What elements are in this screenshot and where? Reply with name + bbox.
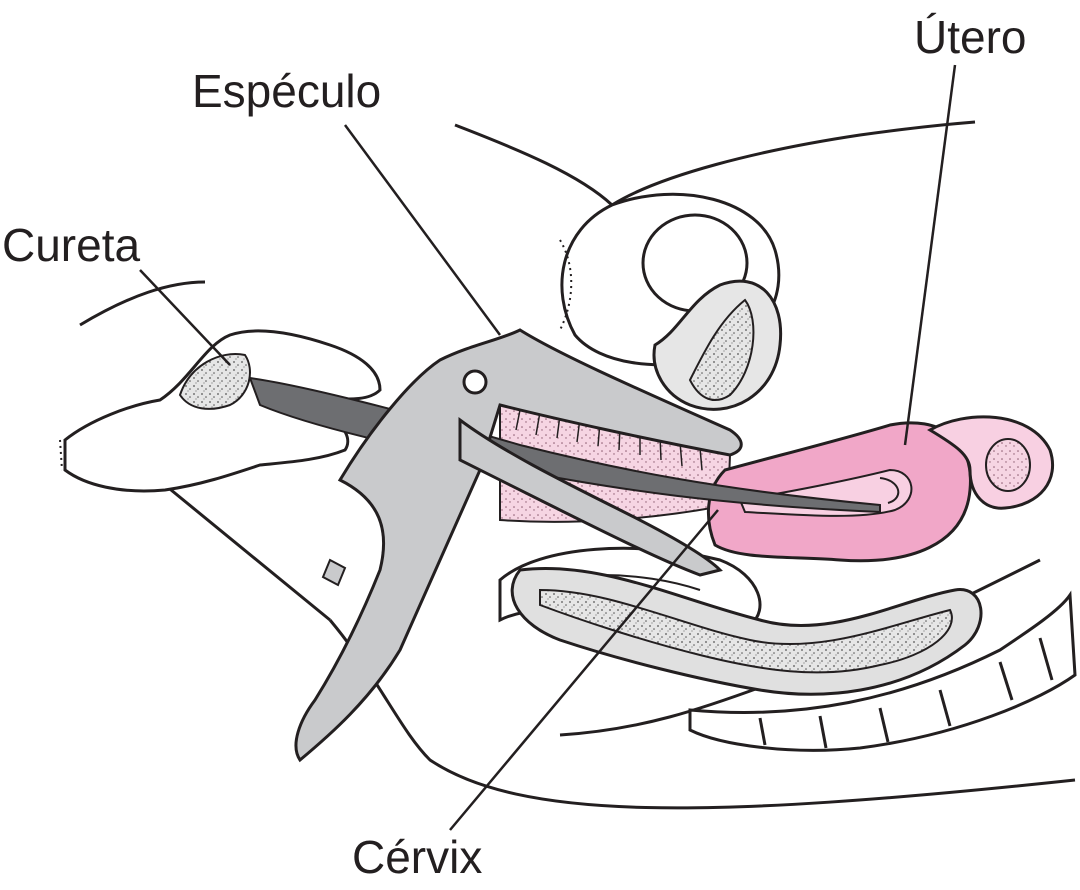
bowel <box>510 566 983 696</box>
label-especulo: Espéculo <box>192 65 382 117</box>
leader-line-cervix <box>449 509 719 831</box>
speculum <box>294 328 743 763</box>
leader-line-especulo <box>343 124 502 336</box>
ovary <box>927 415 1055 510</box>
leader-lines <box>139 64 957 831</box>
leader-line-cureta <box>139 269 231 366</box>
leader-line-utero <box>903 64 957 446</box>
label-utero: Útero <box>914 11 1027 63</box>
label-cervix: Cérvix <box>352 831 483 883</box>
bladder <box>559 192 783 411</box>
label-cureta: Cureta <box>2 219 141 271</box>
spine <box>688 590 1077 752</box>
hand <box>59 329 382 493</box>
